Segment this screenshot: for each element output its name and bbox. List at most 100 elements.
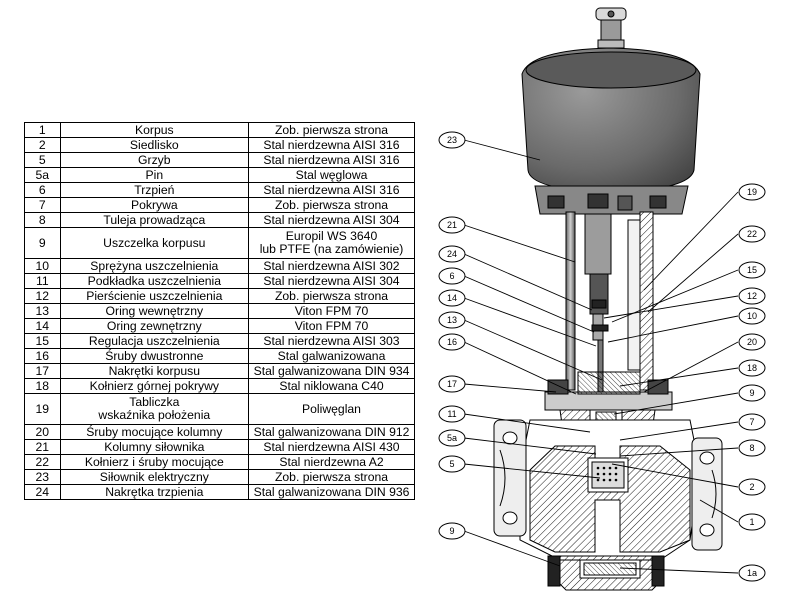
part-material: Poliwęglan xyxy=(248,393,415,425)
svg-text:5a: 5a xyxy=(447,433,457,443)
svg-text:17: 17 xyxy=(447,379,457,389)
part-number: 20 xyxy=(24,424,61,440)
part-material: Stal nierdzewna AISI 303 xyxy=(248,333,415,349)
callout-9-right: 9 xyxy=(738,384,766,402)
part-name: Tuleja prowadząca xyxy=(59,212,250,228)
part-name: Uszczelka korpusu xyxy=(59,227,250,259)
part-material: Stal nierdzewna AISI 302 xyxy=(248,258,415,274)
part-material: Stal niklowana C40 xyxy=(248,378,415,394)
callout-leaders xyxy=(463,139,739,574)
part-number: 21 xyxy=(24,439,61,455)
part-number: 12 xyxy=(24,288,61,304)
part-material: Stal nierdzewna AISI 316 xyxy=(248,137,415,153)
svg-text:20: 20 xyxy=(747,337,757,347)
callout-12: 12 xyxy=(738,287,766,305)
part-name: Grzyb xyxy=(59,152,250,168)
callout-19: 19 xyxy=(738,183,766,201)
callout-8: 8 xyxy=(738,439,766,457)
part-material: Zob. pierwsza strona xyxy=(248,197,415,213)
callout-1a: 1a xyxy=(738,564,766,582)
callout-6: 6 xyxy=(438,267,466,285)
part-number: 11 xyxy=(24,273,61,289)
plug-perforations xyxy=(596,466,618,482)
svg-text:1: 1 xyxy=(749,517,754,527)
part-material: Zob. pierwsza strona xyxy=(248,122,415,138)
part-material: Stal nierdzewna AISI 430 xyxy=(248,439,415,455)
svg-text:16: 16 xyxy=(447,337,457,347)
part-number: 9 xyxy=(24,227,61,259)
valve-cross-section-diagram: 23 21 24 6 14 13 16 17 11 5a 5 9 19 22 1… xyxy=(438,7,766,591)
part-number: 13 xyxy=(24,303,61,319)
part-name-line1: Tabliczka xyxy=(129,395,180,409)
part-material: Stal nierdzewna AISI 304 xyxy=(248,212,415,228)
callout-2: 2 xyxy=(738,478,766,496)
part-material: Zob. pierwsza strona xyxy=(248,469,415,485)
actuator-top-rim xyxy=(525,51,697,89)
part-name: Pokrywa xyxy=(59,197,250,213)
part-number: 19 xyxy=(24,393,61,425)
part-material: Stal galwanizowana DIN 912 xyxy=(248,424,415,440)
part-material: Zob. pierwsza strona xyxy=(248,288,415,304)
part-name-line2: wskaźnika położenia xyxy=(98,408,211,422)
callout-20: 20 xyxy=(738,333,766,351)
part-number: 1 xyxy=(24,122,61,138)
callouts-left: 23 21 24 6 14 13 16 17 11 5a 5 9 xyxy=(438,131,466,540)
svg-text:18: 18 xyxy=(747,363,757,373)
part-name: Oring zewnętrzny xyxy=(59,318,250,334)
part-number: 5 xyxy=(24,152,61,168)
flange-right xyxy=(691,437,723,551)
part-number: 7 xyxy=(24,197,61,213)
callouts-right: 19 22 15 12 10 20 18 9 7 8 2 1 1a xyxy=(738,183,766,582)
callout-10: 10 xyxy=(738,307,766,325)
part-material: Stal galwanizowana xyxy=(248,348,415,364)
part-material: Stal nierdzewna AISI 316 xyxy=(248,152,415,168)
part-name: Regulacja uszczelnienia xyxy=(59,333,250,349)
part-name: Kołnierz i śruby mocujące xyxy=(59,454,250,470)
valve-drawing xyxy=(493,7,723,591)
callout-7: 7 xyxy=(738,413,766,431)
part-number: 18 xyxy=(24,378,61,394)
position-indicator-plate xyxy=(627,219,641,371)
actuator-column-right-hatch xyxy=(639,211,654,391)
part-name: Kolumny siłownika xyxy=(59,439,250,455)
callout-14: 14 xyxy=(438,289,466,307)
part-number: 15 xyxy=(24,333,61,349)
part-number: 8 xyxy=(24,212,61,228)
part-name: Nakrętki korpusu xyxy=(59,363,250,379)
actuator-base xyxy=(534,185,689,215)
actuator-knob xyxy=(595,7,627,49)
svg-text:13: 13 xyxy=(447,315,457,325)
part-name: Sprężyna uszczelnienia xyxy=(59,258,250,274)
part-name: Trzpień xyxy=(59,182,250,198)
part-name: Pin xyxy=(59,167,250,183)
part-name: Kołnierz górnej pokrywy xyxy=(59,378,250,394)
svg-text:21: 21 xyxy=(447,220,457,230)
part-number: 22 xyxy=(24,454,61,470)
callout-5: 5 xyxy=(438,455,466,473)
part-number: 24 xyxy=(24,484,61,500)
part-material-line2: lub PTFE (na zamówienie) xyxy=(259,242,404,256)
part-material: Stal nierdzewna A2 xyxy=(248,454,415,470)
callout-15: 15 xyxy=(738,261,766,279)
callout-18: 18 xyxy=(738,359,766,377)
part-material: Viton FPM 70 xyxy=(248,303,415,319)
